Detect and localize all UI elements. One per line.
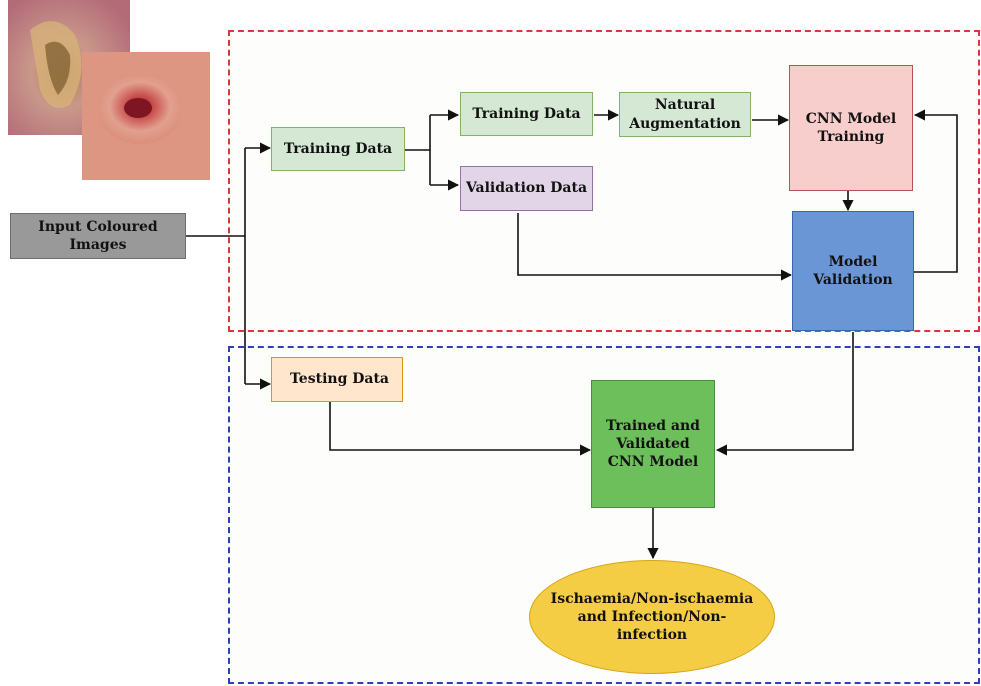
training-data-node: Training Data [271, 127, 405, 171]
model-validation-label: Model Validation [813, 253, 893, 288]
testing-data-node: Testing Data [271, 357, 403, 402]
trained-model-node: Trained and Validated CNN Model [591, 380, 715, 508]
training-data-label: Training Data [283, 140, 393, 157]
training-data-split-node: Training Data [460, 92, 593, 136]
training-data-split-label: Training Data [472, 105, 581, 122]
input-label: Input Coloured Images [38, 218, 158, 253]
wound-photos [8, 0, 210, 180]
wound-photo-2 [82, 52, 210, 180]
validation-data-label: Validation Data [465, 180, 588, 197]
natural-augmentation-label: Natural Augmentation [629, 97, 741, 132]
output-label: Ischaemia/Non-ischaemia and Infection/No… [550, 590, 754, 644]
testing-data-label: Testing Data [290, 371, 389, 388]
cnn-training-node: CNN Model Training [789, 65, 913, 191]
cnn-training-label: CNN Model Training [805, 110, 897, 145]
input-node: Input Coloured Images [10, 213, 186, 259]
output-node: Ischaemia/Non-ischaemia and Infection/No… [529, 560, 775, 674]
natural-augmentation-node: Natural Augmentation [619, 92, 751, 137]
trained-model-label: Trained and Validated CNN Model [606, 417, 700, 471]
model-validation-node: Model Validation [792, 211, 914, 331]
validation-data-node: Validation Data [460, 166, 593, 211]
